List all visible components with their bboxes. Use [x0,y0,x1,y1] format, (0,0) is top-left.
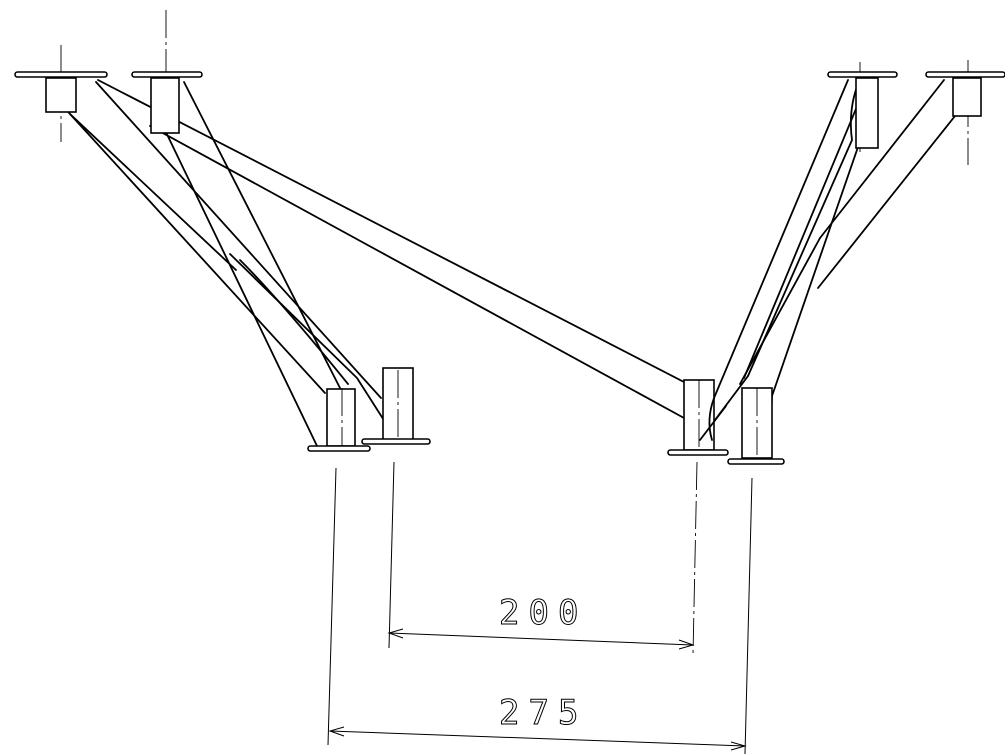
right-top-plate-inner [827,71,898,78]
right-top-block-outer [952,77,982,117]
right-top-block-inner [855,77,879,149]
left-top-block-inner [150,77,180,134]
left-top-plate-inner [131,71,203,78]
dimension-275: 275 [327,467,753,755]
right-outer-tube [739,79,969,385]
arrow-200-right [678,639,695,650]
left-top-plate-outer [14,71,108,78]
left-foot-block-a [326,388,356,447]
extension-line-200-left [388,461,395,649]
left-assembly [14,10,685,452]
left-top-block-outer [45,77,77,113]
extension-line-200-right [692,461,698,656]
left-foot-plate-a [307,445,371,452]
arrow-200-left [387,628,404,639]
extension-line-275-right [744,477,753,755]
right-foot-plate-b [727,458,785,465]
extension-line-275-left [327,467,337,746]
left-foot-plate-b [361,438,431,445]
arrow-275-right [730,741,747,751]
dimension-line-275 [329,730,746,747]
dimension-line-200 [388,632,694,646]
right-top-plate-outer [925,71,1005,78]
dimension-label-275: 275 [499,693,587,733]
right-assembly [667,60,1005,465]
right-foot-plate-a [667,449,729,456]
left-outer-tube [60,81,382,399]
dimension-200: 200 [387,461,698,656]
right-inner-tube-a [708,79,869,441]
long-diagonal-brace [97,79,685,419]
left-inner-tube [155,81,411,449]
arrow-275-left [328,726,345,737]
dimension-label-200: 200 [499,593,587,633]
